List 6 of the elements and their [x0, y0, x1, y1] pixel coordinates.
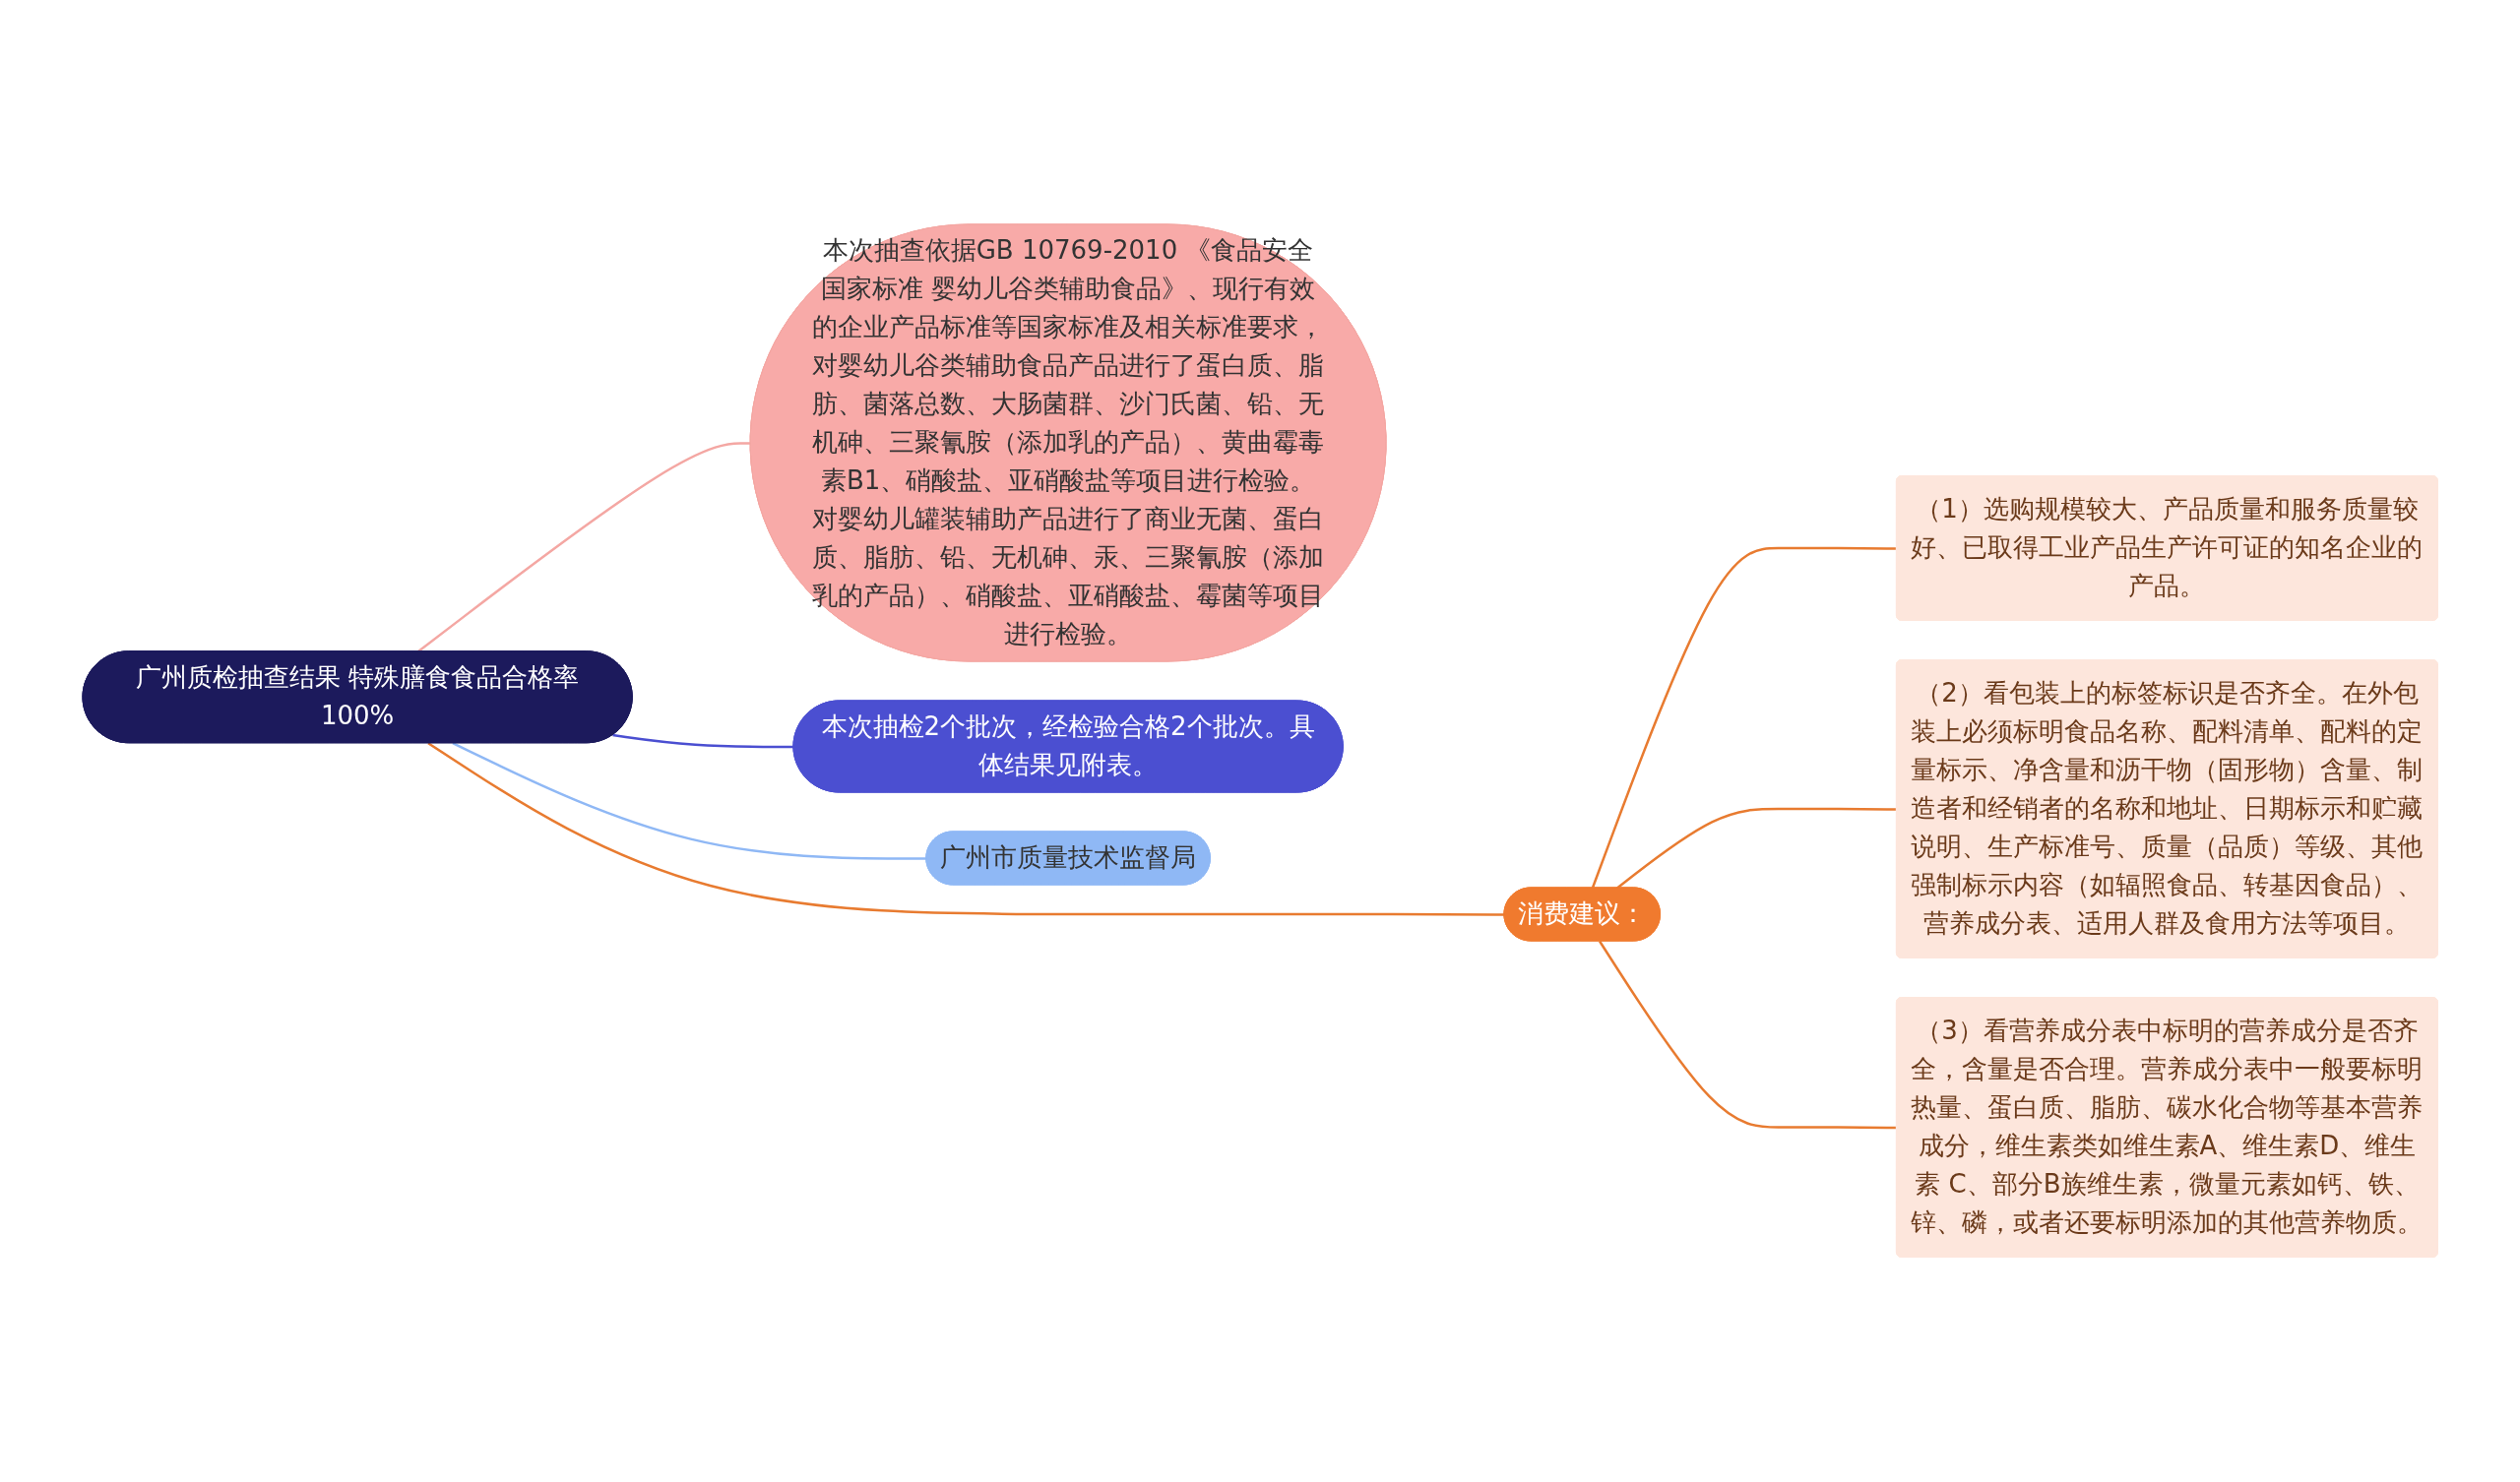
- connector: [1598, 941, 1897, 1130]
- connector: [452, 742, 927, 860]
- connector: [1615, 808, 1897, 890]
- connector: [427, 742, 1505, 916]
- connector: [612, 734, 794, 749]
- connector: [1591, 547, 1897, 890]
